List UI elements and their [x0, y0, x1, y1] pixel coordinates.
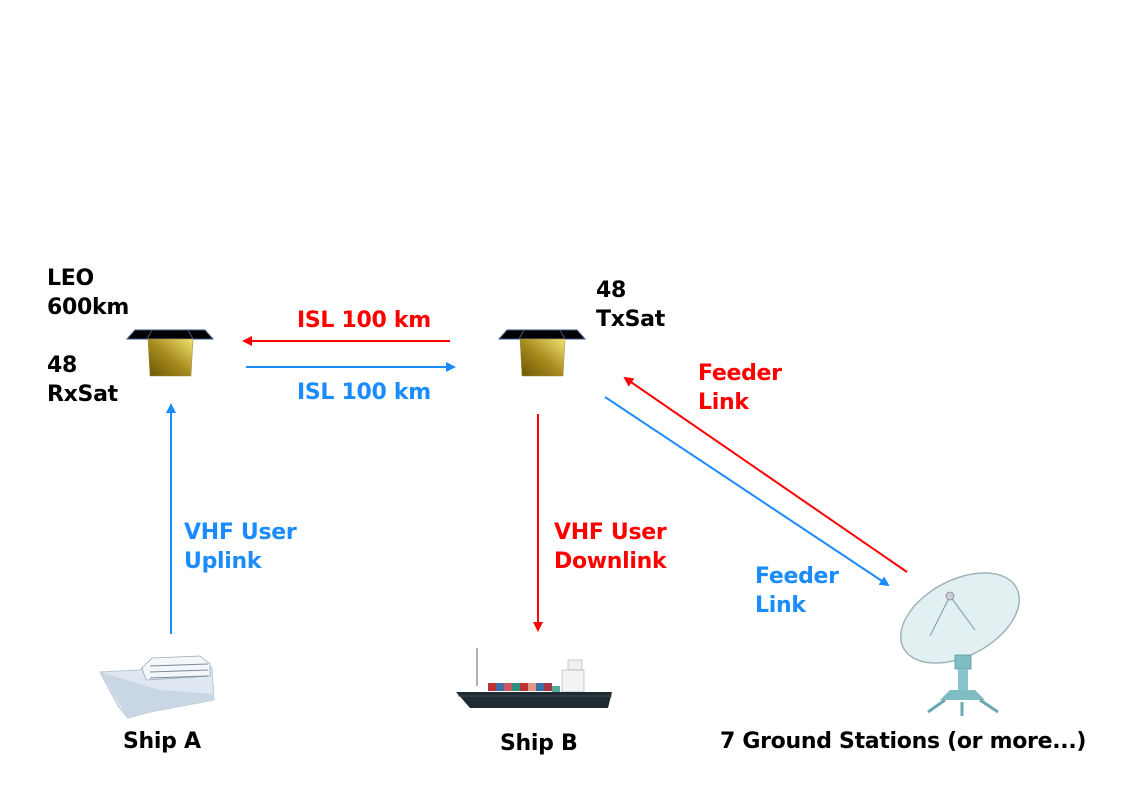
rx-sat-name: RxSat [47, 382, 118, 407]
rx-orbit-label: LEO 600km [47, 264, 129, 322]
feeder-down-line2: Link [755, 593, 806, 618]
rx-sat-count: 48 [47, 353, 78, 378]
user-uplink-line2: Uplink [184, 549, 262, 574]
orbit-type-text: LEO [47, 266, 94, 291]
orbit-altitude-text: 600km [47, 295, 129, 320]
cruise-ship-icon [99, 655, 215, 719]
rx-satellite-icon [125, 329, 215, 377]
feeder-up-label: Feeder Link [698, 359, 782, 417]
ground-stations-label: 7 Ground Stations (or more...) [720, 729, 1087, 754]
ground-station-dish-icon [899, 572, 1021, 716]
isl-back-label: ISL 100 km [297, 308, 431, 333]
user-uplink-label: VHF User Uplink [184, 518, 297, 576]
rx-sat-label: 48 RxSat [47, 351, 118, 409]
user-uplink-line1: VHF User [184, 520, 297, 545]
feeder-down-arrow [604, 396, 890, 587]
user-downlink-line2: Downlink [554, 549, 667, 574]
feeder-up-line1: Feeder [698, 361, 782, 386]
feeder-up-line2: Link [698, 390, 749, 415]
ship-a-label: Ship A [123, 729, 201, 754]
feeder-down-label: Feeder Link [755, 562, 839, 620]
tx-satellite-icon [497, 329, 587, 377]
isl-forward-label: ISL 100 km [297, 380, 431, 405]
ship-b-label: Ship B [500, 731, 578, 756]
feeder-down-line1: Feeder [755, 564, 839, 589]
tx-sat-label: 48 TxSat [596, 276, 665, 334]
tx-sat-count: 48 [596, 278, 627, 303]
feeder-up-arrow [623, 376, 908, 573]
user-downlink-label: VHF User Downlink [554, 518, 667, 576]
container-ship-icon [456, 648, 612, 708]
user-downlink-line1: VHF User [554, 520, 667, 545]
tx-sat-name: TxSat [596, 307, 665, 332]
